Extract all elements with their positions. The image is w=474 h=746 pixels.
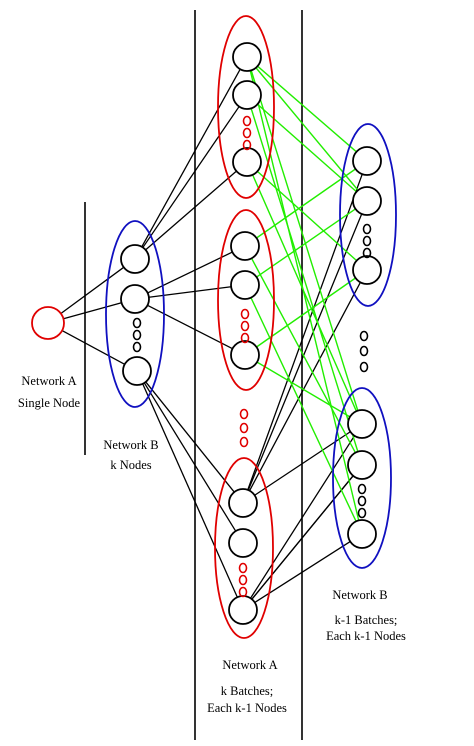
dot-netak-1 xyxy=(238,562,248,574)
network-b-batch-1-ellipse xyxy=(339,123,397,307)
dot-netb1-1 xyxy=(362,223,372,235)
edge-b1-a13 xyxy=(145,170,237,251)
edge-a13-c13 xyxy=(256,170,358,262)
neta1-node-2 xyxy=(232,80,262,110)
ellipsis-dots xyxy=(132,115,372,598)
edge-a22-c12 xyxy=(256,208,356,278)
edge-a22-c23 xyxy=(250,297,357,522)
edge-a23-c21 xyxy=(256,361,351,418)
edge-a11-c21 xyxy=(250,70,359,411)
dot-neta-mid-2 xyxy=(239,422,249,434)
edge-b2-a23 xyxy=(147,304,233,350)
edge-a21-c11 xyxy=(256,168,356,239)
edge-b2-a21 xyxy=(147,251,233,294)
netb1-node-3 xyxy=(352,255,382,285)
edge-a12-c22 xyxy=(250,108,359,452)
single-node-title: Network A xyxy=(21,374,76,388)
edge-ak1-c11 xyxy=(247,173,363,491)
network-b-batch-k1-ellipse xyxy=(332,387,392,569)
netb-k-subtitle: k Nodes xyxy=(110,458,151,472)
edge-b1-a12 xyxy=(142,106,240,248)
dot-netb1-3 xyxy=(362,247,372,259)
dot-netb-mid-3 xyxy=(359,361,369,373)
dot-netb2-3 xyxy=(357,507,367,519)
edge-a23-c13 xyxy=(256,277,356,348)
nodes xyxy=(31,42,382,625)
netb-batches-title: Network B xyxy=(332,588,387,602)
dot-neta1-3 xyxy=(242,139,252,151)
edge-a21-c22 xyxy=(250,258,357,453)
netb1-node-2 xyxy=(352,186,382,216)
dot-netb-1 xyxy=(132,317,142,329)
dot-netb-mid-1 xyxy=(359,330,369,342)
netb-batches-sub2: Each k-1 Nodes xyxy=(326,629,406,643)
dot-netb-2 xyxy=(132,329,142,341)
edge-a13-c21 xyxy=(251,174,358,412)
network-a-single-node xyxy=(31,306,65,340)
netb-node-k xyxy=(122,356,152,386)
edge-b3-ak2 xyxy=(143,382,237,532)
netb-node-1 xyxy=(120,244,150,274)
dot-neta2-3 xyxy=(240,332,250,344)
netb1-node-1 xyxy=(352,146,382,176)
single-node-subtitle: Single Node xyxy=(18,396,81,410)
dot-neta-mid-1 xyxy=(239,408,249,420)
netak-node-3 xyxy=(228,595,258,625)
edge-ak3-c23 xyxy=(254,540,351,604)
netb-batches-sub1: k-1 Batches; xyxy=(335,613,398,627)
dot-netb1-2 xyxy=(362,235,372,247)
edge-ak1-c12 xyxy=(247,213,363,491)
netb2-node-2 xyxy=(347,450,377,480)
dot-neta2-1 xyxy=(240,308,250,320)
dot-netak-3 xyxy=(238,586,248,598)
group-ellipses xyxy=(105,15,397,639)
edge-s-b1 xyxy=(60,266,125,315)
dot-neta1-2 xyxy=(242,127,252,139)
neta2-node-1 xyxy=(230,231,260,261)
dot-netb2-2 xyxy=(357,495,367,507)
edge-a11-c11 xyxy=(257,65,357,153)
netak-node-1 xyxy=(228,488,258,518)
neta2-node-2 xyxy=(230,270,260,300)
neta-batches-sub2: Each k-1 Nodes xyxy=(207,701,287,715)
network-b-k-nodes-ellipse xyxy=(105,220,165,408)
edge-ak3-c21 xyxy=(249,435,356,599)
dot-neta1-1 xyxy=(242,115,252,127)
neta-batches-title: Network A xyxy=(222,658,277,672)
edge-s-b3 xyxy=(61,330,125,365)
edge-b3-ak3 xyxy=(142,383,238,598)
neta1-node-3 xyxy=(232,147,262,177)
edge-ak3-c22 xyxy=(251,475,354,600)
network-a-batch-2-ellipse xyxy=(217,209,275,391)
edge-s-b2 xyxy=(63,302,122,320)
netak-node-2 xyxy=(228,528,258,558)
edge-b1-a11 xyxy=(141,68,241,248)
neta2-node-3 xyxy=(230,340,260,370)
edge-b3-ak1 xyxy=(145,381,235,493)
edge-ak1-c13 xyxy=(249,282,361,491)
network-a-batch-1-ellipse xyxy=(217,15,275,199)
dot-neta2-2 xyxy=(240,320,250,332)
netb2-node-3 xyxy=(347,519,377,549)
dot-netb2-1 xyxy=(357,483,367,495)
dot-netb-3 xyxy=(132,341,142,353)
network-a-batch-k-ellipse xyxy=(214,457,274,639)
dot-netak-2 xyxy=(238,574,248,586)
neta1-node-1 xyxy=(232,42,262,72)
netb-k-title: Network B xyxy=(103,438,158,452)
dot-neta-mid-3 xyxy=(239,436,249,448)
netb-node-2 xyxy=(120,284,150,314)
neta-batches-sub1: k Batches; xyxy=(221,684,273,698)
green-cross-edges xyxy=(249,65,360,522)
netb2-node-1 xyxy=(347,409,377,439)
edge-a11-c23 xyxy=(249,70,360,521)
dot-netb-mid-2 xyxy=(359,345,369,357)
